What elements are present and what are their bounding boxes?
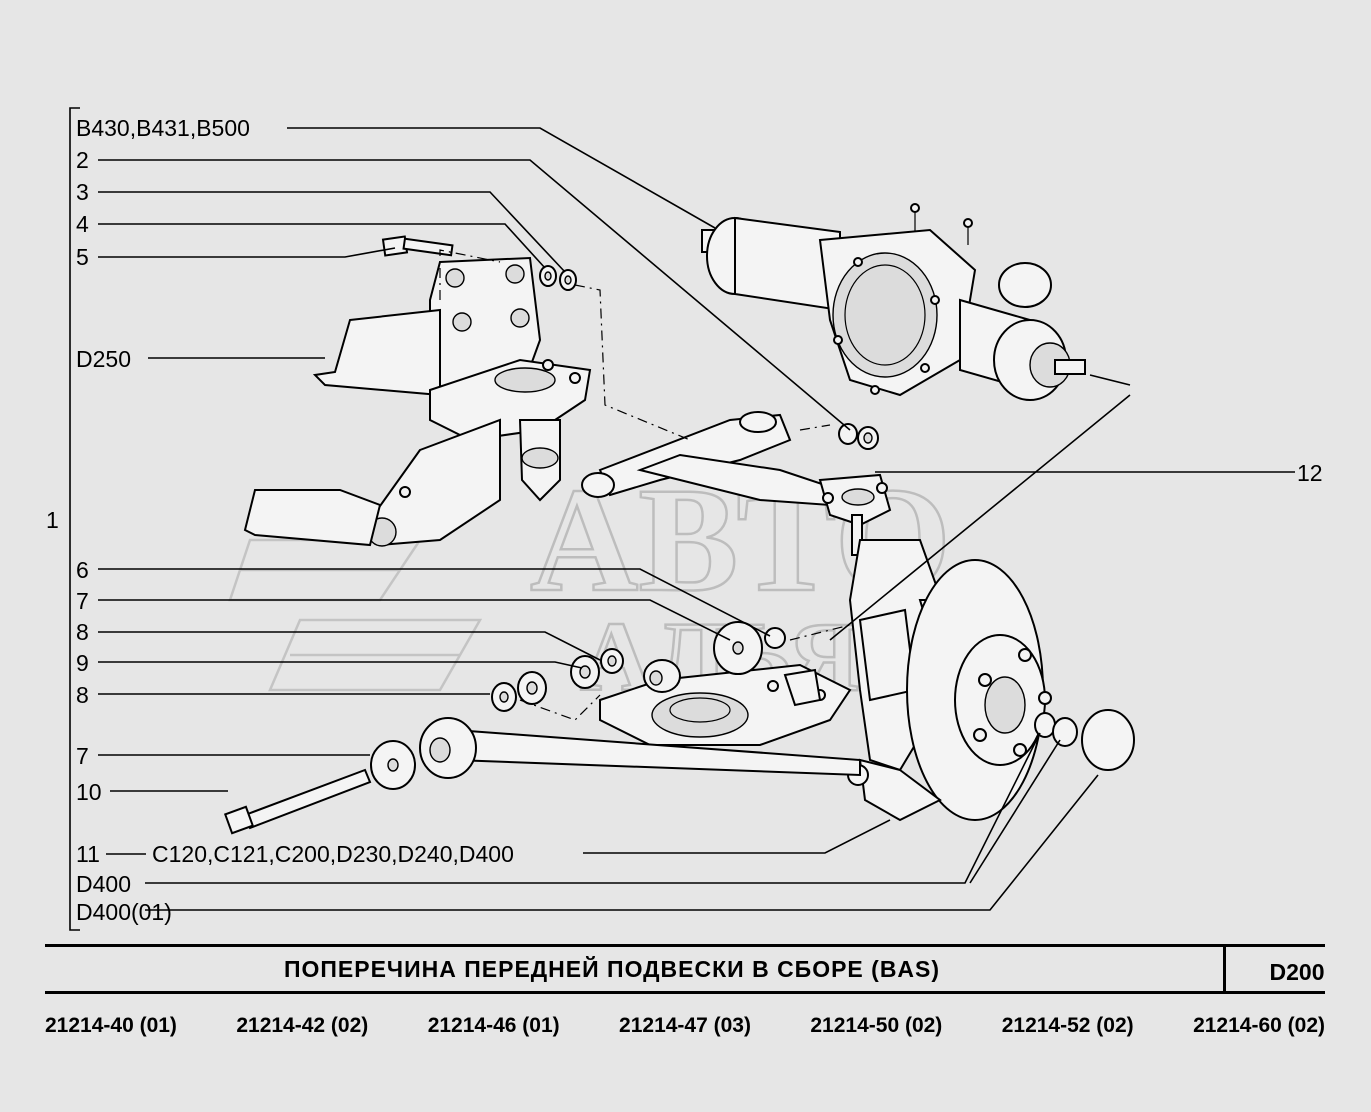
model-code: 21214-50 (02) (810, 1014, 943, 1037)
callout-5: 5 (76, 244, 89, 270)
model-code: 21214-46 (01) (427, 1014, 560, 1037)
model-code: 21214-40 (01) (45, 1014, 177, 1037)
callout-2: 2 (76, 147, 89, 173)
callout-d400: D400 (76, 871, 131, 897)
model-code: 21214-60 (02) (1193, 1014, 1325, 1037)
assembly-line-upper (574, 284, 691, 441)
assembly-line-nut (799, 424, 831, 431)
bushings-and-washers (370, 621, 786, 790)
title-divider (1223, 947, 1226, 991)
callout-10: 10 (76, 779, 102, 805)
model-code: 21214-52 (02) (1001, 1014, 1134, 1037)
nuts-12 (838, 423, 879, 450)
callout-7-lower: 7 (76, 743, 89, 769)
callout-3: 3 (76, 179, 89, 205)
knuckle-disc-hub (847, 539, 1052, 822)
callout-9: 9 (76, 650, 89, 676)
upper-control-arm (581, 411, 892, 556)
callout-assembly: 1 (46, 507, 59, 533)
model-code: 21214-47 (03) (619, 1014, 751, 1037)
callout-d250: D250 (76, 346, 131, 372)
model-code: 21214-42 (02) (236, 1014, 369, 1037)
callout-8-lower: 8 (76, 682, 89, 708)
exploded-parts-diagram: АВТО АЛЬЯНС (46, 107, 1323, 931)
hub-nut-and-cap (1034, 709, 1135, 771)
engine-mount-bracket (243, 235, 592, 547)
lower-control-arm (419, 659, 861, 779)
front-axle-housing (701, 203, 1086, 401)
title-block: ПОПЕРЕЧИНА ПЕРЕДНЕЙ ПОДВЕСКИ В СБОРЕ (BA… (45, 944, 1325, 994)
washers-upper (539, 265, 577, 291)
callout-12: 12 (1297, 460, 1323, 486)
section-code: D200 (1269, 959, 1325, 985)
assembly-bracket (69, 107, 80, 931)
assembly-line-bushing (789, 624, 851, 641)
callout-11: 11 (76, 841, 100, 867)
callout-8-upper: 8 (76, 619, 89, 645)
long-bolt (223, 768, 372, 835)
callout-11-refs: C120,C121,C200,D230,D240,D400 (152, 841, 514, 867)
callout-6: 6 (76, 557, 89, 583)
callout-d400-01: D400(01) (76, 899, 172, 925)
callout-b430: B430,B431,B500 (76, 115, 250, 141)
assembly-line-bolt (439, 249, 501, 300)
model-list: 21214-40 (01) 21214-42 (02) 21214-46 (01… (45, 1014, 1325, 1044)
leader-lines (98, 127, 1295, 911)
callout-4: 4 (76, 211, 89, 237)
page-title: ПОПЕРЕЧИНА ПЕРЕДНЕЙ ПОДВЕСКИ В СБОРЕ (BA… (283, 956, 941, 982)
assembly-line-lower (519, 694, 601, 721)
callout-7-upper: 7 (76, 588, 89, 614)
callout-labels: 1 B430,B431,B500 2 3 4 5 D250 12 6 7 8 9… (46, 115, 1323, 925)
